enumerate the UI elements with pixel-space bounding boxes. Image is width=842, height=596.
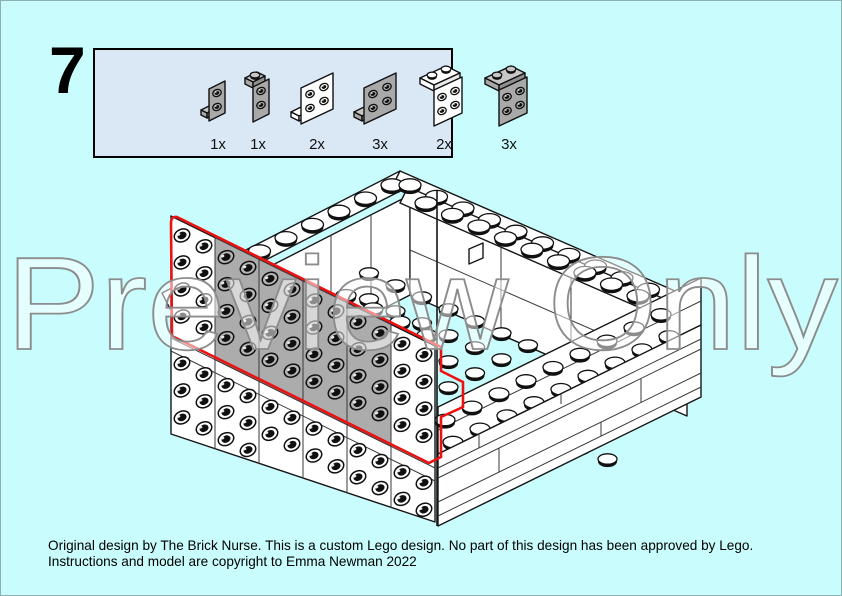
new-parts-gray-region — [214, 236, 392, 448]
part-qty-label: 1x — [210, 136, 226, 153]
part-qty-label: 1x — [250, 136, 266, 153]
copyright-text: Original design by The Brick Nurse. This… — [48, 538, 808, 570]
part-qty-label: 2x — [309, 136, 325, 153]
step-number: 7 — [49, 33, 86, 107]
new-parts-red-outline — [169, 215, 465, 465]
part-bracket-1x2-2x2-up-white: 2x — [415, 58, 473, 153]
parts-list-box: 1x 1x — [93, 48, 528, 158]
part-icon-bracket-up-large — [419, 65, 463, 127]
part-bracket-1x2-2x2-down-gray: 3x — [351, 58, 409, 153]
copyright-line-1: Original design by The Brick Nurse. This… — [48, 538, 754, 553]
box-inner-faces — [252, 194, 688, 417]
part-bracket-1x2-2x2-down-white: 2x — [288, 58, 346, 153]
floor-studs — [358, 267, 618, 468]
front-left-stud-wall — [169, 215, 465, 523]
part-icon-bracket-up-small — [244, 71, 270, 123]
part-icon-bracket-down-large — [353, 72, 397, 125]
part-icon-bracket-up-large — [484, 65, 528, 127]
copyright-line-2: Instructions and model are copyright to … — [48, 554, 417, 569]
part-icon-bracket-down-small — [200, 80, 226, 122]
part-bracket-1x2-1x2-down-gray: 1x — [196, 58, 240, 153]
part-icon-bracket-down-large — [290, 72, 334, 125]
front-right-wall — [434, 277, 702, 527]
part-bracket-1x1-1x2-up-gray: 1x — [236, 58, 280, 153]
part-qty-label: 3x — [501, 136, 517, 153]
part-qty-label: 2x — [436, 136, 452, 153]
preview-watermark: Preview Only — [6, 230, 838, 377]
part-qty-label: 3x — [372, 136, 388, 153]
wall-top-rims — [161, 170, 702, 344]
part-bracket-1x2-2x2-up-gray: 3x — [480, 58, 538, 153]
